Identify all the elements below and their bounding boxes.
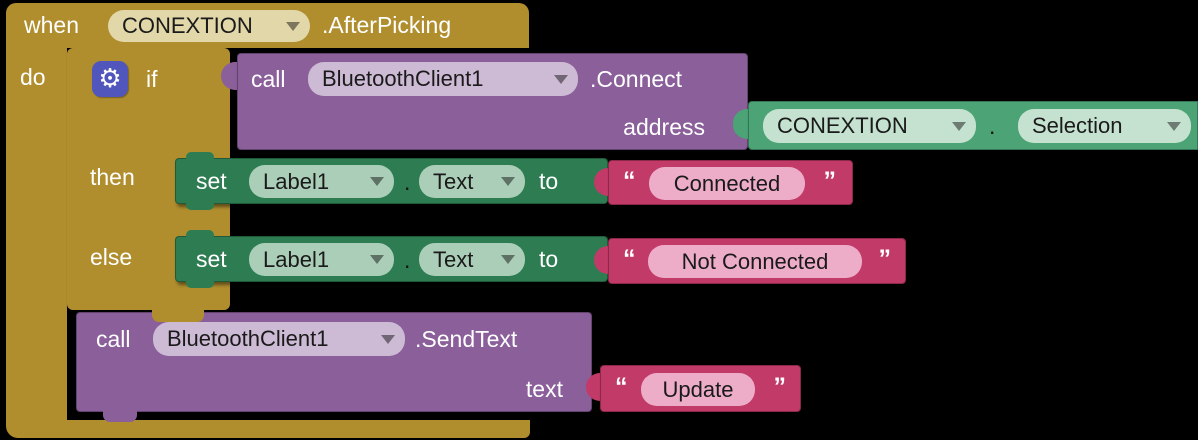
set-keyword: set [196, 246, 227, 272]
chevron-down-icon [381, 334, 395, 344]
do-label: do [20, 64, 46, 90]
string-field[interactable]: Not Connected [648, 245, 862, 278]
mutator-gear-icon[interactable]: ⚙ [92, 61, 128, 97]
if-label: if [146, 66, 158, 92]
connector-notch [103, 410, 137, 422]
when-event-block-left-wall[interactable] [6, 45, 67, 420]
chevron-down-icon [286, 21, 300, 31]
getter-component-name: CONEXTION [777, 113, 908, 138]
set-component-dropdown[interactable]: Label1 [249, 243, 394, 276]
chevron-down-icon [501, 177, 515, 186]
string-block-not-connected[interactable]: “ Not Connected ” [608, 238, 906, 284]
close-quote: ” [773, 373, 787, 401]
when-component-name: CONEXTION [122, 13, 253, 38]
connect-component-dropdown[interactable]: BluetoothClient1 [308, 62, 578, 96]
dot-separator: . [989, 113, 996, 139]
text-param-label: text [525, 376, 563, 402]
to-label: to [539, 168, 559, 194]
sendtext-call-block[interactable]: call BluetoothClient1 .SendText text [76, 312, 592, 412]
sendtext-component-dropdown[interactable]: BluetoothClient1 [153, 322, 405, 356]
connect-method-name: .Connect [590, 66, 683, 92]
address-param-label: address [623, 114, 705, 140]
when-keyword: when [24, 12, 79, 38]
connector-plug [594, 246, 610, 274]
chevron-down-icon [554, 74, 568, 84]
open-quote: “ [623, 167, 636, 195]
connector-plug [586, 373, 602, 401]
set-property-name: Text [433, 246, 474, 272]
else-label: else [90, 244, 133, 270]
close-quote: ” [878, 245, 892, 273]
set-component-name: Label1 [263, 246, 330, 272]
string-field[interactable]: Connected [649, 167, 805, 200]
selection-getter-block[interactable]: CONEXTION . Selection [748, 101, 1198, 150]
connector-notch [186, 230, 214, 238]
set-property-name: Text [433, 168, 474, 194]
dot-separator: . [404, 247, 411, 273]
then-label: then [90, 164, 135, 190]
when-component-dropdown[interactable]: CONEXTION [108, 10, 310, 42]
connector-notch [186, 280, 214, 288]
getter-component-dropdown[interactable]: CONEXTION [763, 109, 976, 143]
string-field[interactable]: Update [641, 373, 755, 406]
set-then-block[interactable]: set Label1 . Text to [175, 152, 608, 210]
open-quote: “ [615, 373, 628, 401]
connector-notch [186, 152, 214, 160]
connect-component-name: BluetoothClient1 [322, 66, 484, 91]
getter-property-name: Selection [1032, 113, 1123, 138]
connect-call-block[interactable]: call BluetoothClient1 .Connect address [237, 53, 748, 150]
set-property-dropdown[interactable]: Text [419, 243, 525, 276]
connector-plug [221, 62, 239, 90]
chevron-down-icon [952, 121, 966, 131]
chevron-down-icon [370, 255, 384, 264]
chevron-down-icon [1167, 121, 1181, 131]
close-quote: ” [823, 167, 837, 195]
set-else-block[interactable]: set Label1 . Text to [175, 230, 608, 288]
chevron-down-icon [370, 177, 384, 186]
sendtext-component-name: BluetoothClient1 [167, 326, 329, 351]
call-keyword: call [96, 326, 131, 352]
set-component-dropdown[interactable]: Label1 [249, 165, 394, 198]
getter-property-dropdown[interactable]: Selection [1018, 109, 1191, 143]
connector-notch [152, 309, 204, 322]
set-component-name: Label1 [263, 168, 330, 194]
sendtext-method-name: .SendText [415, 326, 518, 352]
when-event-name: .AfterPicking [322, 12, 452, 38]
open-quote: “ [623, 245, 636, 273]
set-keyword: set [196, 168, 227, 194]
string-block-connected[interactable]: “ Connected ” [608, 160, 853, 205]
string-block-update[interactable]: “ Update ” [600, 365, 801, 412]
call-keyword: call [251, 66, 286, 92]
connector-notch [186, 202, 214, 210]
to-label: to [539, 246, 559, 272]
chevron-down-icon [501, 255, 515, 264]
set-property-dropdown[interactable]: Text [419, 165, 525, 198]
connector-plug [733, 109, 751, 139]
dot-separator: . [404, 169, 411, 195]
when-event-block-bottom[interactable] [6, 420, 530, 438]
connector-plug [594, 168, 610, 196]
